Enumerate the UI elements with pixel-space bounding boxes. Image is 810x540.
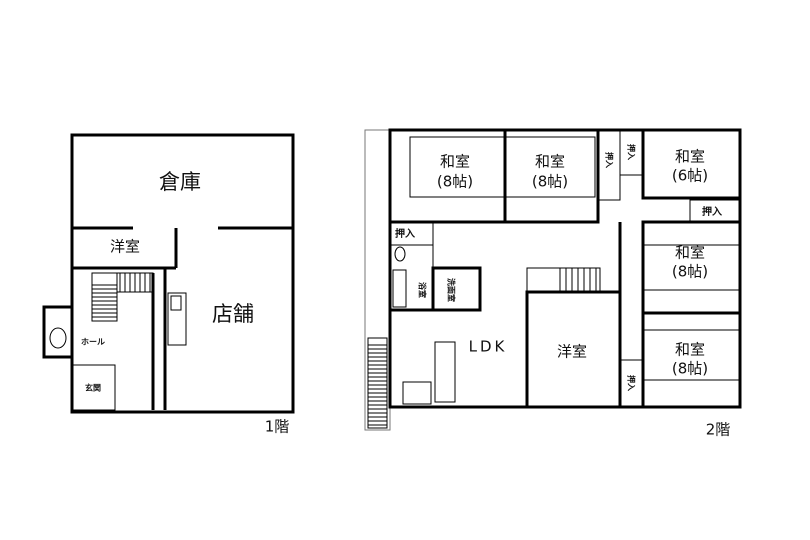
floor1-plan — [42, 133, 295, 414]
washitsu-4: 和室 (8帖) — [672, 244, 708, 281]
room-bath: 浴室 — [418, 282, 428, 298]
washitsu-2: 和室 (8帖) — [532, 153, 568, 191]
closet: 押入 — [627, 144, 637, 160]
svg-text:和室: 和室 — [440, 153, 470, 171]
svg-text:(6帖): (6帖) — [672, 167, 708, 185]
svg-text:和室: 和室 — [535, 153, 565, 171]
room-hall: ホール — [81, 338, 105, 347]
svg-text:(8帖): (8帖) — [672, 263, 708, 281]
floor2-plan — [364, 128, 742, 431]
floor2-label: 2階 — [706, 421, 731, 439]
room-entrance: 玄関 — [85, 383, 101, 393]
washitsu-1: 和室 (8帖) — [437, 153, 473, 191]
svg-text:和室: 和室 — [675, 244, 705, 262]
closet: 押入 — [605, 152, 615, 168]
room-washroom: 洗面室 — [447, 278, 457, 302]
svg-text:和室: 和室 — [675, 341, 705, 359]
toilet-icon — [49, 327, 67, 349]
svg-text:(8帖): (8帖) — [532, 173, 568, 191]
svg-text:(8帖): (8帖) — [437, 173, 473, 191]
exterior-stairs — [367, 337, 388, 429]
room-western-1f: 洋室 — [110, 238, 140, 256]
closet: 押入 — [395, 227, 415, 240]
closet: 押入 — [627, 375, 637, 391]
svg-text:(8帖): (8帖) — [672, 360, 708, 378]
washitsu-5: 和室 (8帖) — [672, 341, 708, 378]
room-storage: 倉庫 — [159, 170, 201, 194]
floor1-label: 1階 — [265, 418, 290, 436]
room-western-2f: 洋室 — [557, 343, 587, 361]
room-shop: 店舗 — [212, 302, 254, 326]
interior-stairs — [526, 267, 601, 293]
svg-text:和室: 和室 — [675, 148, 705, 166]
room-ldk: LDK — [469, 338, 508, 356]
washitsu-3: 和室 (6帖) — [672, 148, 708, 185]
closet: 押入 — [702, 205, 722, 218]
